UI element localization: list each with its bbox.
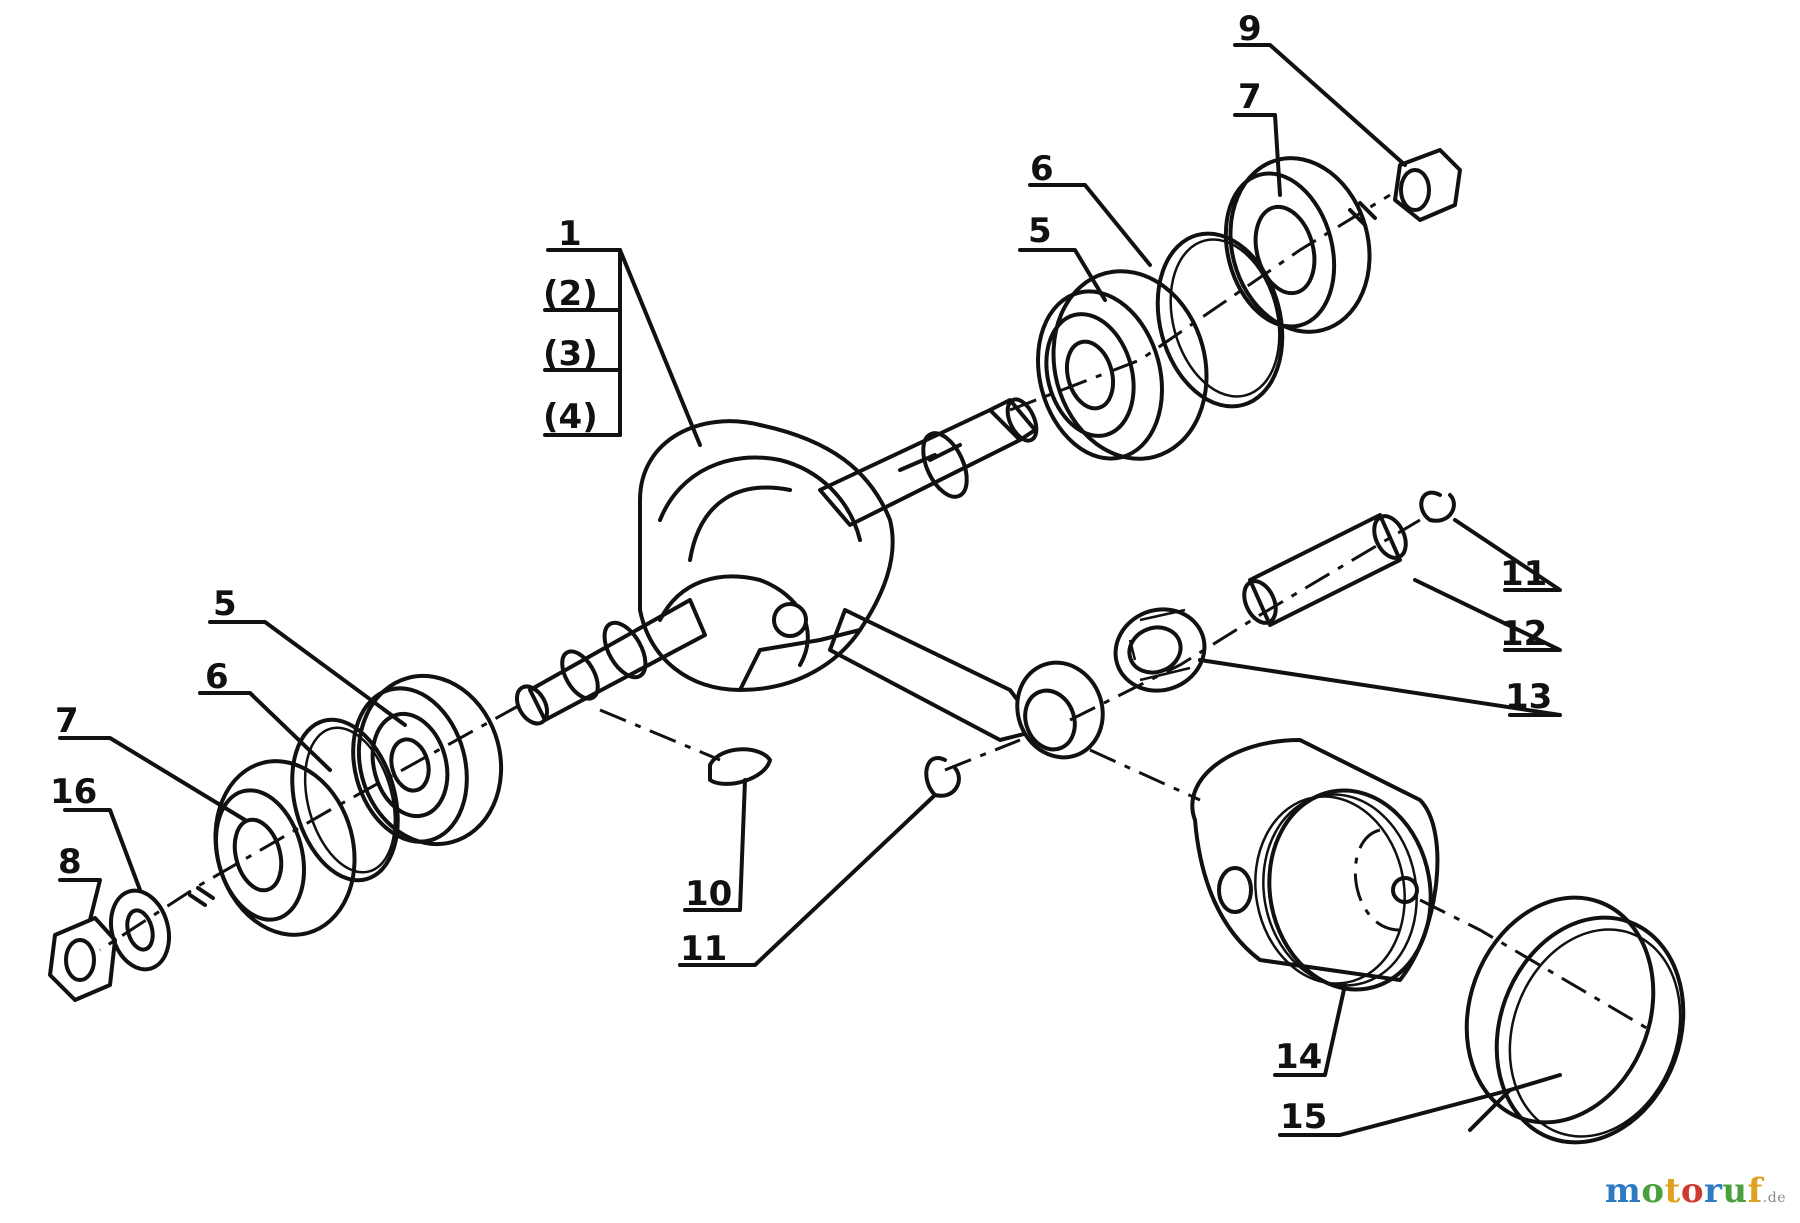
label-16: 16 bbox=[50, 772, 97, 812]
watermark-letter: o bbox=[1680, 1171, 1704, 1211]
assembly-axes bbox=[99, 193, 1651, 1032]
label-9: 9 bbox=[1238, 9, 1262, 49]
leader-lines bbox=[58, 43, 1562, 1137]
label-8: 8 bbox=[58, 842, 82, 882]
label-2: (2) bbox=[543, 274, 598, 314]
circlip-left bbox=[290, 717, 400, 883]
label-6-left: 6 bbox=[205, 657, 229, 697]
nut-top bbox=[1393, 148, 1462, 222]
label-6-top: 6 bbox=[1030, 149, 1054, 189]
piston-pin-clip-right bbox=[1419, 490, 1456, 523]
seal-top bbox=[1223, 156, 1372, 334]
watermark-letter: o bbox=[1641, 1171, 1665, 1211]
piston-rings bbox=[1464, 895, 1686, 1145]
part-labels: 1 (2) (3) (4) 5 6 7 9 11 12 13 5 6 7 16 … bbox=[50, 9, 1552, 1137]
break-mark-top bbox=[1348, 201, 1377, 227]
label-7-left: 7 bbox=[55, 701, 79, 741]
piston-pin bbox=[1242, 513, 1408, 627]
label-3: (3) bbox=[543, 334, 598, 374]
piston bbox=[1190, 738, 1440, 992]
needle-bearing bbox=[1113, 607, 1207, 693]
motoruf-watermark: motoruf.de bbox=[1604, 1171, 1786, 1211]
nut-left bbox=[48, 916, 117, 1002]
circlip-top bbox=[1155, 231, 1285, 409]
bearing-left bbox=[351, 673, 504, 847]
label-11-right: 11 bbox=[1500, 554, 1547, 594]
break-mark-left bbox=[188, 886, 215, 907]
label-15: 15 bbox=[1280, 1097, 1327, 1137]
label-5-left: 5 bbox=[213, 584, 237, 624]
watermark-letter: r bbox=[1704, 1171, 1723, 1211]
label-4: (4) bbox=[543, 397, 598, 437]
seal-left bbox=[213, 759, 357, 937]
label-10: 10 bbox=[685, 874, 732, 914]
woodruff-key bbox=[708, 747, 772, 786]
label-12: 12 bbox=[1500, 614, 1547, 654]
label-5-top: 5 bbox=[1028, 211, 1052, 251]
watermark-letter: u bbox=[1722, 1171, 1748, 1211]
label-13: 13 bbox=[1505, 677, 1552, 717]
label-1: 1 bbox=[558, 214, 582, 254]
piston-pin-clip-mid bbox=[924, 756, 961, 798]
watermark-letter: f bbox=[1747, 1171, 1763, 1211]
label-11-mid: 11 bbox=[680, 929, 727, 969]
watermark-letter: m bbox=[1604, 1171, 1642, 1211]
label-7-top: 7 bbox=[1238, 77, 1262, 117]
crankshaft-drawing bbox=[514, 397, 1105, 760]
label-14: 14 bbox=[1275, 1037, 1322, 1077]
watermark-letter: t bbox=[1664, 1171, 1681, 1211]
